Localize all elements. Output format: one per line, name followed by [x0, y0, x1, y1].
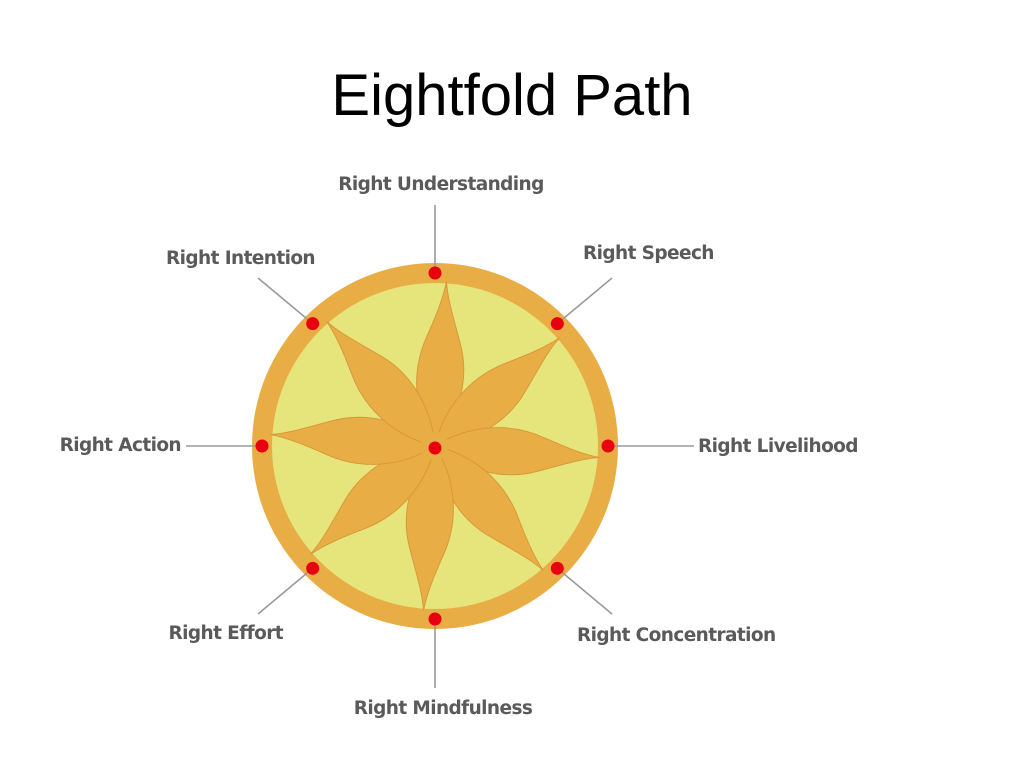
node-dot-right-intention — [306, 317, 320, 331]
node-dot-right-concentration — [550, 561, 564, 575]
label-right-concentration: Right Concentration — [577, 625, 776, 646]
petal — [270, 416, 436, 465]
label-right-action: Right Action — [60, 435, 181, 456]
node-dot-right-action — [255, 439, 269, 453]
label-right-intention: Right Intention — [166, 248, 315, 269]
leader-line-right-concentration — [556, 567, 613, 615]
center-dot — [428, 441, 442, 455]
leader-line-right-speech — [556, 277, 613, 325]
label-right-effort: Right Effort — [169, 623, 284, 644]
petal — [416, 281, 465, 447]
node-dot-right-effort — [306, 561, 320, 575]
label-right-livelihood: Right Livelihood — [698, 436, 858, 457]
label-right-mindfulness: Right Mindfulness — [354, 698, 533, 719]
petal — [326, 321, 436, 447]
node-dots — [255, 266, 615, 626]
node-dot-right-mindfulness — [428, 612, 442, 626]
petal — [405, 445, 454, 611]
petal — [434, 337, 560, 447]
petal — [434, 427, 600, 476]
label-right-speech: Right Speech — [583, 243, 714, 264]
node-dot-right-livelihood — [601, 439, 615, 453]
page-title: Eightfold Path — [331, 63, 693, 128]
petal — [310, 445, 436, 555]
label-right-understanding: Right Understanding — [338, 174, 544, 195]
node-dot-right-speech — [550, 317, 564, 331]
petal — [434, 445, 544, 571]
flower-petals — [270, 281, 600, 611]
leader-line-right-intention — [257, 277, 314, 325]
leader-lines — [186, 205, 694, 688]
leader-line-right-effort — [257, 567, 314, 615]
node-dot-right-understanding — [428, 266, 442, 280]
